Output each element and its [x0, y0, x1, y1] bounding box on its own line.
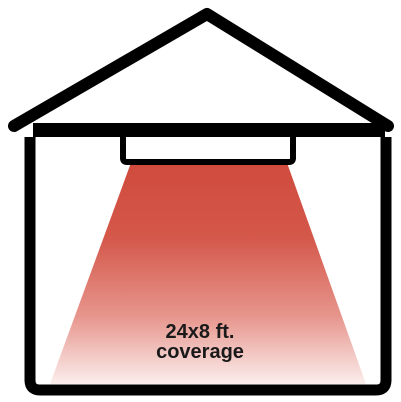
coverage-size-text: 24x8 ft. [140, 322, 260, 342]
roof-icon [14, 14, 388, 126]
coverage-label: 24x8 ft. coverage [140, 322, 260, 362]
ceiling-heater-icon [123, 137, 293, 162]
ceiling-bar [33, 123, 385, 137]
coverage-word-text: coverage [140, 342, 260, 362]
